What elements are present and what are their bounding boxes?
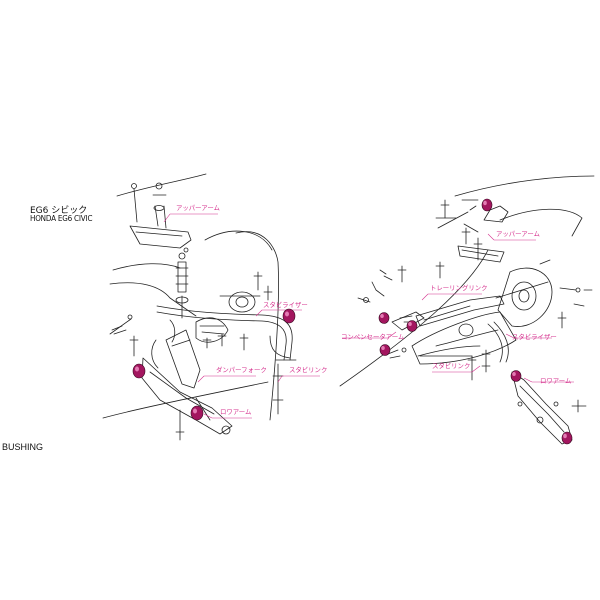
rear-lower-arm-bushing (510, 370, 522, 382)
diagram-caption: BUSHING (2, 442, 44, 452)
label-rear-upper-arm: アッパーアーム (496, 230, 540, 238)
label-front-upper-arm: アッパーアーム (176, 204, 220, 212)
label-rear-trailing-link: トレーリングリンク (430, 284, 488, 292)
diagram-title-jp: EG6 シビック (30, 206, 88, 216)
rear-upper-arm-bushing (481, 198, 493, 212)
label-front-lower-arm: ロワアーム (220, 408, 252, 416)
label-rear-stabilizer: スタビライザー (512, 333, 557, 341)
front-lower-arm-bushing (132, 363, 146, 379)
label-front-damper-fork: ダンパーフォーク (216, 366, 267, 374)
rear-compensator-bushing-c (379, 344, 391, 356)
label-rear-lower-arm: ロワアーム (540, 377, 572, 385)
label-front-stabilizer: スタビライザー (263, 301, 308, 309)
leader-lines (163, 213, 574, 419)
front-suspension-drawing (102, 173, 297, 441)
front-lower-arm-rear-bushing (190, 405, 204, 421)
rear-suspension-drawing (339, 175, 595, 445)
rear-lower-arm-end-bushing (561, 431, 573, 445)
diagram-title-en: HONDA EG6 CIVIC (30, 214, 93, 223)
label-rear-compensator-arm: コンペンセータアーム (341, 333, 405, 341)
front-stabilizer-bushing (282, 308, 296, 324)
rear-compensator-bushing-a (378, 312, 390, 324)
label-front-stabi-link: スタビリンク (289, 366, 328, 374)
rear-compensator-bushing-b (406, 320, 418, 332)
label-rear-stabi-link: スタビリンク (432, 362, 471, 370)
